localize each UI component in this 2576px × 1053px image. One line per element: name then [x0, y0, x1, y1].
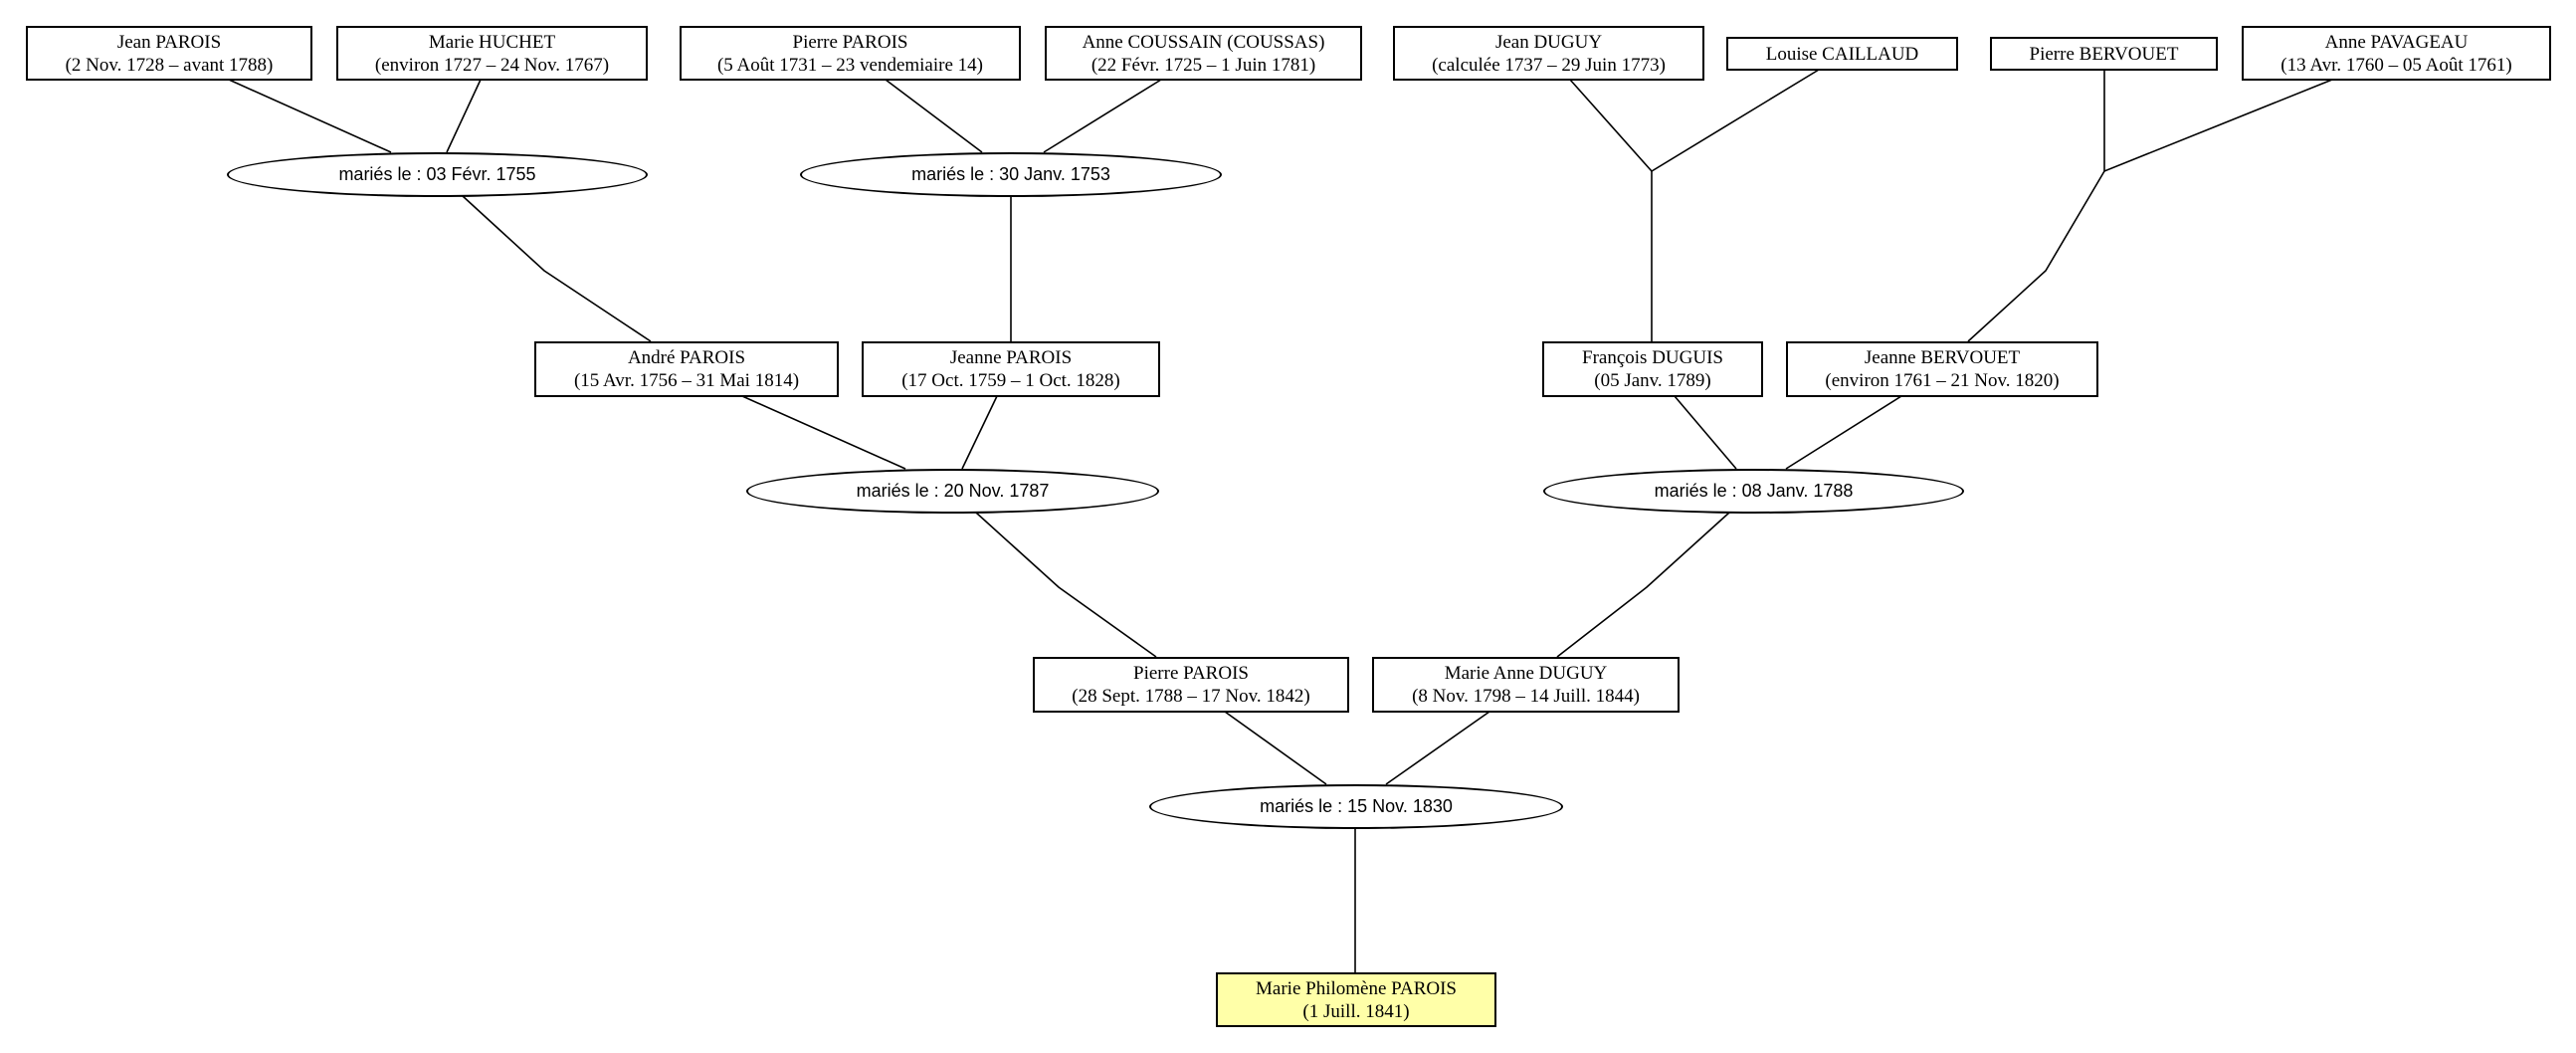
- connector-m1788-to-marie-anne-duguy: [1556, 512, 1730, 658]
- person-box-andre-parois[interactable]: André PAROIS (15 Avr. 1756 – 31 Mai 1814…: [534, 341, 839, 397]
- connector-m1755-to-andre-parois: [462, 195, 652, 342]
- person-dates: (22 Févr. 1725 – 1 Juin 1781): [1090, 54, 1316, 76]
- person-name: François DUGUIS: [1582, 347, 1723, 368]
- person-name: Marie Philomène PAROIS: [1256, 977, 1457, 999]
- marriage-label: mariés le : 20 Nov. 1787: [856, 481, 1050, 501]
- person-dates: (8 Nov. 1798 – 14 Juill. 1844): [1412, 686, 1640, 707]
- person-dates: (28 Sept. 1788 – 17 Nov. 1842): [1072, 686, 1310, 707]
- marriage-node-1788[interactable]: mariés le : 08 Janv. 1788: [1543, 469, 1964, 514]
- person-dates: (2 Nov. 1728 – avant 1788): [65, 54, 274, 76]
- person-dates: (environ 1761 – 21 Nov. 1820): [1825, 370, 2060, 391]
- person-box-pierre-parois-1731[interactable]: Pierre PAROIS (5 Août 1731 – 23 vendemia…: [680, 26, 1021, 81]
- person-box-francois-duguis[interactable]: François DUGUIS (05 Janv. 1789): [1542, 341, 1763, 397]
- connector-marie-huchet-to-m1755: [446, 79, 482, 153]
- person-dates: (05 Janv. 1789): [1594, 370, 1711, 391]
- person-box-marie-anne-duguy[interactable]: Marie Anne DUGUY (8 Nov. 1798 – 14 Juill…: [1372, 657, 1680, 713]
- person-name: Jeanne PAROIS: [949, 347, 1073, 368]
- marriage-node-1755[interactable]: mariés le : 03 Févr. 1755: [227, 152, 648, 197]
- person-dates: (15 Avr. 1756 – 31 Mai 1814): [573, 370, 800, 391]
- person-box-jeanne-parois[interactable]: Jeanne PAROIS (17 Oct. 1759 – 1 Oct. 182…: [862, 341, 1160, 397]
- connector-jean-parois-to-m1755: [228, 79, 392, 153]
- connector-francois-duguis-to-m1788: [1674, 395, 1737, 470]
- marriage-node-1830[interactable]: mariés le : 15 Nov. 1830: [1149, 784, 1563, 829]
- connector-marie-anne-duguy-to-m1830: [1385, 711, 1490, 785]
- person-name: Jean PAROIS: [116, 31, 222, 53]
- person-box-anne-coussain[interactable]: Anne COUSSAIN (COUSSAS) (22 Févr. 1725 –…: [1045, 26, 1362, 81]
- person-box-louise-caillaud[interactable]: Louise CAILLAUD: [1726, 37, 1958, 71]
- person-name: Jeanne BERVOUET: [1864, 347, 2021, 368]
- person-box-jean-parois[interactable]: Jean PAROIS (2 Nov. 1728 – avant 1788): [26, 26, 312, 81]
- person-name: Anne PAVAGEAU: [2324, 31, 2469, 53]
- person-box-anne-pavageau[interactable]: Anne PAVAGEAU (13 Avr. 1760 – 05 Août 17…: [2242, 26, 2551, 81]
- person-box-jeanne-bervouet[interactable]: Jeanne BERVOUET (environ 1761 – 21 Nov. …: [1786, 341, 2098, 397]
- person-box-jean-duguy[interactable]: Jean DUGUY (calculée 1737 – 29 Juin 1773…: [1393, 26, 1704, 81]
- connector-junction-to-jeanne-bervouet: [1967, 170, 2105, 342]
- connector-anne-coussain-to-m1753: [1043, 79, 1162, 153]
- person-name: Pierre PAROIS: [1133, 663, 1249, 684]
- person-dates: (17 Oct. 1759 – 1 Oct. 1828): [901, 370, 1120, 391]
- marriage-node-1753[interactable]: mariés le : 30 Janv. 1753: [800, 152, 1222, 197]
- person-name: Pierre PAROIS: [792, 31, 908, 53]
- connector-pierre-parois-to-m1753: [885, 79, 983, 153]
- marriage-node-1787[interactable]: mariés le : 20 Nov. 1787: [746, 469, 1159, 514]
- marriage-label: mariés le : 15 Nov. 1830: [1260, 796, 1453, 816]
- person-dates: (5 Août 1731 – 23 vendemiaire 14): [716, 54, 983, 76]
- connector-jeanne-parois-to-m1787: [961, 395, 998, 470]
- person-box-marie-huchet[interactable]: Marie HUCHET (environ 1727 – 24 Nov. 176…: [336, 26, 648, 81]
- marriage-label: mariés le : 30 Janv. 1753: [911, 164, 1110, 184]
- marriage-label: mariés le : 08 Janv. 1788: [1654, 481, 1854, 501]
- person-name: Jean DUGUY: [1494, 31, 1603, 53]
- connector-m1787-to-pierre-parois: [975, 512, 1157, 658]
- connector-duguy-caillaud-to-francois: [1569, 69, 1820, 173]
- person-box-marie-philomene-parois[interactable]: Marie Philomène PAROIS (1 Juill. 1841): [1216, 972, 1496, 1027]
- person-name: André PAROIS: [627, 347, 746, 368]
- person-name: Anne COUSSAIN (COUSSAS): [1082, 31, 1325, 53]
- person-dates: (calculée 1737 – 29 Juin 1773): [1432, 54, 1666, 76]
- person-dates: (environ 1727 – 24 Nov. 1767): [374, 54, 610, 76]
- person-name: Louise CAILLAUD: [1765, 43, 1919, 65]
- person-dates: (1 Juill. 1841): [1302, 1000, 1410, 1022]
- connector-pierre-parois-to-m1830: [1224, 711, 1327, 785]
- connector-bervouet-pavageau-to-jeanne: [2103, 70, 2333, 173]
- connector-jeanne-bervouet-to-m1788: [1785, 395, 1902, 470]
- marriage-label: mariés le : 03 Févr. 1755: [338, 164, 536, 184]
- person-name: Pierre BERVOUET: [2029, 43, 2179, 65]
- person-dates: (13 Avr. 1760 – 05 Août 1761): [2280, 54, 2512, 76]
- person-name: Marie Anne DUGUY: [1444, 663, 1608, 684]
- connector-andre-parois-to-m1787: [741, 395, 906, 470]
- person-name: Marie HUCHET: [428, 31, 556, 53]
- person-box-pierre-parois-1788[interactable]: Pierre PAROIS (28 Sept. 1788 – 17 Nov. 1…: [1033, 657, 1349, 713]
- person-box-pierre-bervouet[interactable]: Pierre BERVOUET: [1990, 37, 2218, 71]
